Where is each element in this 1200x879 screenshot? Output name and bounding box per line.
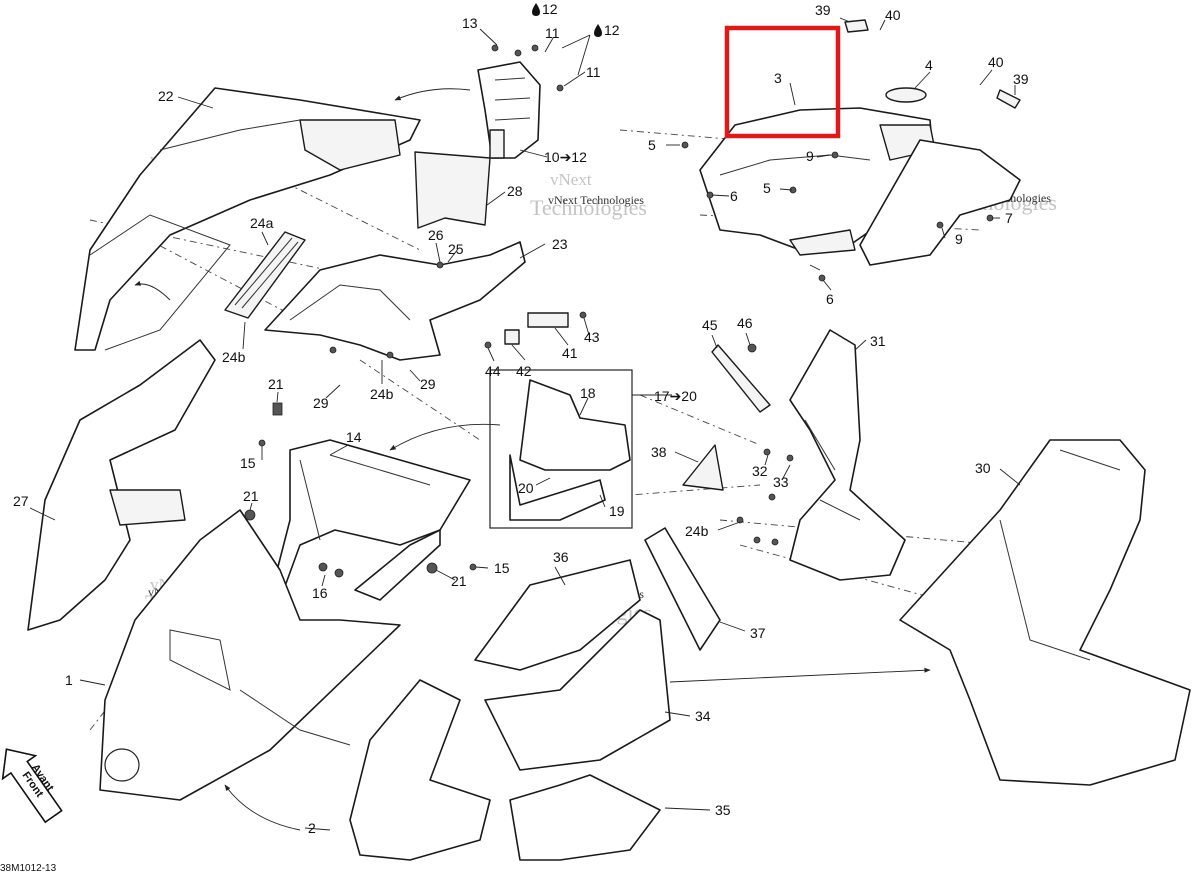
callout-24a: 24a	[250, 215, 274, 231]
callout-25: 25	[448, 241, 464, 257]
callout-12-right: 12	[604, 22, 620, 38]
part-1-front-nose	[99, 509, 401, 801]
callout-29-left: 29	[313, 395, 329, 411]
callout-18: 18	[580, 385, 596, 401]
part-17-windshield-group	[489, 369, 633, 529]
callout-9-top: 9	[806, 148, 814, 164]
callout-31: 31	[870, 333, 886, 349]
callout-21-bottom: 21	[451, 573, 467, 589]
part-36-panel	[474, 559, 641, 671]
part-14-bracket	[244, 402, 471, 601]
part-34-side-panel	[484, 609, 671, 771]
callout-40-right: 40	[988, 54, 1004, 70]
callout-34: 34	[695, 708, 711, 724]
hardware-items	[258, 19, 1021, 578]
callout-30: 30	[975, 460, 991, 476]
callout-2: 2	[308, 820, 316, 836]
oil-drop-icon-2	[594, 24, 602, 37]
callout-3: 3	[774, 70, 782, 86]
callout-11-right: 11	[586, 64, 601, 80]
diagram-id: 38M1012-13	[0, 863, 57, 874]
front-arrow: Front Avant	[1, 748, 63, 824]
part-38-block	[682, 444, 724, 491]
callout-26: 26	[428, 227, 444, 243]
callout-14: 14	[346, 429, 362, 445]
leader-lines	[29, 17, 1021, 831]
part-2-lower-fairing	[349, 679, 491, 861]
part-3-tank-cover	[699, 87, 1021, 266]
part-37-strip	[644, 527, 721, 651]
callout-39-right: 39	[1013, 71, 1029, 87]
part-22-side-panel	[74, 87, 421, 351]
callout-10-12: 10➔12	[544, 149, 587, 165]
callout-37: 37	[750, 625, 766, 641]
callout-46: 46	[737, 315, 753, 331]
oil-drop-icons	[532, 3, 602, 37]
callout-16: 16	[312, 585, 328, 601]
part-23-inner-bracket	[264, 241, 526, 361]
part-30-right-panel	[899, 439, 1191, 786]
callout-39-top: 39	[815, 2, 831, 18]
callout-40-top: 40	[885, 7, 901, 23]
callout-17-20: 17➔20	[654, 388, 697, 404]
callout-45: 45	[702, 317, 718, 333]
callout-22: 22	[158, 88, 174, 104]
callout-35: 35	[715, 802, 731, 818]
callout-13: 13	[462, 15, 478, 31]
part-10-bracket	[477, 44, 564, 159]
callout-43: 43	[584, 329, 600, 345]
callout-12-top: 12	[542, 1, 558, 17]
callout-24b-mid: 24b	[370, 386, 394, 402]
callout-32: 32	[752, 463, 768, 479]
callout-38: 38	[651, 444, 667, 460]
callout-5-mid: 5	[763, 180, 771, 196]
callout-11-top: 11	[545, 25, 560, 41]
wm-caption-2: vNext Technologies	[548, 193, 644, 207]
callout-33: 33	[773, 474, 789, 490]
callout-44: 44	[485, 363, 501, 379]
callout-23: 23	[552, 236, 568, 252]
callout-6-bottom: 6	[826, 291, 834, 307]
callout-41: 41	[562, 345, 578, 361]
callout-42: 42	[516, 363, 532, 379]
callout-15-left: 15	[240, 455, 256, 471]
direction-arrows	[134, 88, 931, 831]
callout-19: 19	[609, 503, 625, 519]
callout-29-right: 29	[420, 376, 436, 392]
callout-labels: 13 12 11 12 11 10➔12 22 28 24a 26 25 23 …	[13, 1, 1029, 836]
highlight-box-part-3	[724, 25, 841, 139]
part-31-support-frame	[711, 329, 906, 581]
callout-28: 28	[507, 183, 523, 199]
part-27-lower-panel	[27, 339, 216, 631]
watermark-2a: vNext	[550, 170, 592, 189]
part-28-panel	[414, 151, 491, 229]
callout-20: 20	[518, 480, 534, 496]
part-24a-grille	[224, 231, 306, 319]
callout-21-left: 21	[243, 488, 259, 504]
callout-4: 4	[925, 57, 933, 73]
callout-6-left: 6	[730, 188, 738, 204]
callout-7: 7	[1005, 210, 1013, 226]
callout-21-top: 21	[268, 376, 284, 392]
part-35-lower-panel	[509, 774, 661, 861]
watermark-2b: Technologies	[530, 195, 647, 220]
callout-24b-right: 24b	[685, 523, 709, 539]
callout-24b-left: 24b	[222, 349, 246, 365]
oil-drop-icon-1	[532, 3, 540, 16]
callout-9-right: 9	[955, 231, 963, 247]
callout-36: 36	[553, 549, 569, 565]
callout-15-right: 15	[494, 560, 510, 576]
callout-5-left: 5	[648, 137, 656, 153]
callout-1: 1	[65, 672, 73, 688]
callout-27: 27	[13, 493, 29, 509]
